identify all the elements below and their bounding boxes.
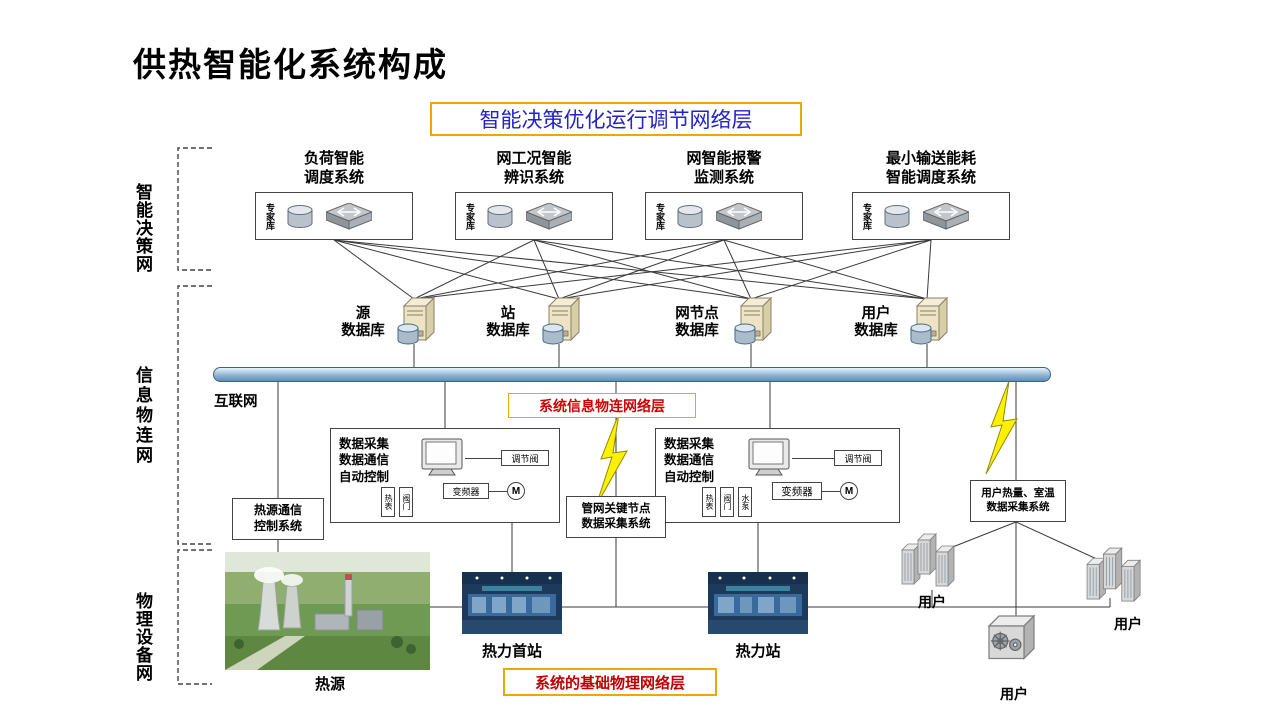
layer-label-physical: 物理设备网 [133, 592, 152, 682]
network-switch-icon [526, 202, 572, 230]
db-label-source: 源 数据库 [341, 306, 385, 340]
system-box-alarm-monitor: 专家库 [645, 192, 803, 240]
expert-db-label: 专家库 [655, 202, 665, 230]
layer-label-decision: 智能决策网 [133, 183, 152, 273]
network-switch-icon [716, 202, 762, 230]
scada-functions-label: 数据采集 数据通信 自动控制 [339, 437, 390, 484]
system-name-min-energy: 最小输送能耗 智能调度系统 [885, 150, 976, 186]
decision-layer-banner: 智能决策优化运行调节网络层 [430, 102, 802, 136]
db-label-station: 站 数据库 [486, 306, 530, 340]
primary-station-label: 热力首站 [481, 643, 542, 660]
wire [465, 458, 501, 459]
system-box-condition-id: 专家库 [455, 192, 613, 240]
device-valve: 阀门 [399, 487, 413, 517]
page-title: 供热智能化系统构成 [133, 46, 448, 83]
wire [792, 458, 834, 459]
db-label-user: 用户 数据库 [854, 306, 898, 340]
user-label-3: 用户 [1000, 686, 1028, 702]
device-heat-meter: 热表 [702, 487, 716, 517]
system-name-condition-id: 网工况智能 辨识系统 [496, 150, 572, 186]
iot-layer-banner: 系统信息物连网络层 [508, 393, 696, 418]
database-cylinder-icon [884, 205, 910, 228]
regulating-valve-box: 调节阀 [501, 450, 549, 466]
network-switch-icon [326, 202, 372, 230]
internet-bus [213, 367, 1051, 382]
db-label-net-node: 网节点 数据库 [675, 306, 719, 340]
expert-db-label: 专家库 [265, 202, 275, 230]
motor-circle: M [507, 482, 525, 500]
controller-monitor-icon [748, 438, 790, 476]
wire [822, 491, 840, 492]
device-pump: 水泵 [738, 487, 752, 517]
heat-source-label: 热源 [314, 676, 345, 693]
database-cylinder-icon [487, 205, 513, 228]
system-box-min-energy: 专家库 [852, 192, 1010, 240]
pipe-node-daq-box: 管网关键节点 数据采集系统 [566, 496, 666, 538]
substation-label: 热力站 [735, 643, 781, 660]
vfd-box: 变频器 [443, 483, 489, 499]
primary-station-photo [462, 572, 562, 634]
system-name-load-dispatch: 负荷智能 调度系统 [303, 150, 364, 186]
heat-source-comm-box: 热源通信 控制系统 [232, 498, 324, 540]
motor-circle: M [840, 482, 858, 500]
system-box-load-dispatch: 专家库 [255, 192, 413, 240]
scada-functions-label: 数据采集 数据通信 自动控制 [664, 437, 715, 484]
user-metering-box: 用户热量、室温 数据采集系统 [970, 480, 1066, 522]
connection-wires [277, 239, 1113, 620]
network-switch-icon [923, 202, 969, 230]
substation-photo [708, 572, 808, 634]
database-cylinder-icon [287, 205, 313, 228]
system-name-alarm-monitor: 网智能报警 监测系统 [686, 150, 762, 186]
regulating-valve-box: 调节阀 [834, 450, 882, 466]
controller-monitor-icon [421, 438, 463, 476]
layer-label-info: 信息物连网 [133, 366, 152, 466]
internet-label: 互联网 [214, 394, 258, 410]
user-label-2: 用户 [1114, 616, 1142, 632]
scada-box-primary: 数据采集 数据通信 自动控制 调节阀 热表 阀门 变频器 M [330, 428, 560, 523]
layer-bracket-lines [177, 147, 212, 685]
database-cylinder-icon [677, 205, 703, 228]
wire [489, 491, 507, 492]
heat-source-photo [225, 552, 430, 670]
user-label-1: 用户 [918, 594, 946, 610]
vfd-box: 变频器 [772, 482, 822, 500]
scada-box-substation: 数据采集 数据通信 自动控制 调节阀 热表 阀门 水泵 变频器 M [655, 428, 900, 523]
device-valve: 阀门 [720, 487, 734, 517]
physical-layer-banner: 系统的基础物理网络层 [503, 668, 717, 696]
device-heat-meter: 热表 [381, 487, 395, 517]
expert-db-label: 专家库 [862, 202, 872, 230]
expert-db-label: 专家库 [465, 202, 475, 230]
